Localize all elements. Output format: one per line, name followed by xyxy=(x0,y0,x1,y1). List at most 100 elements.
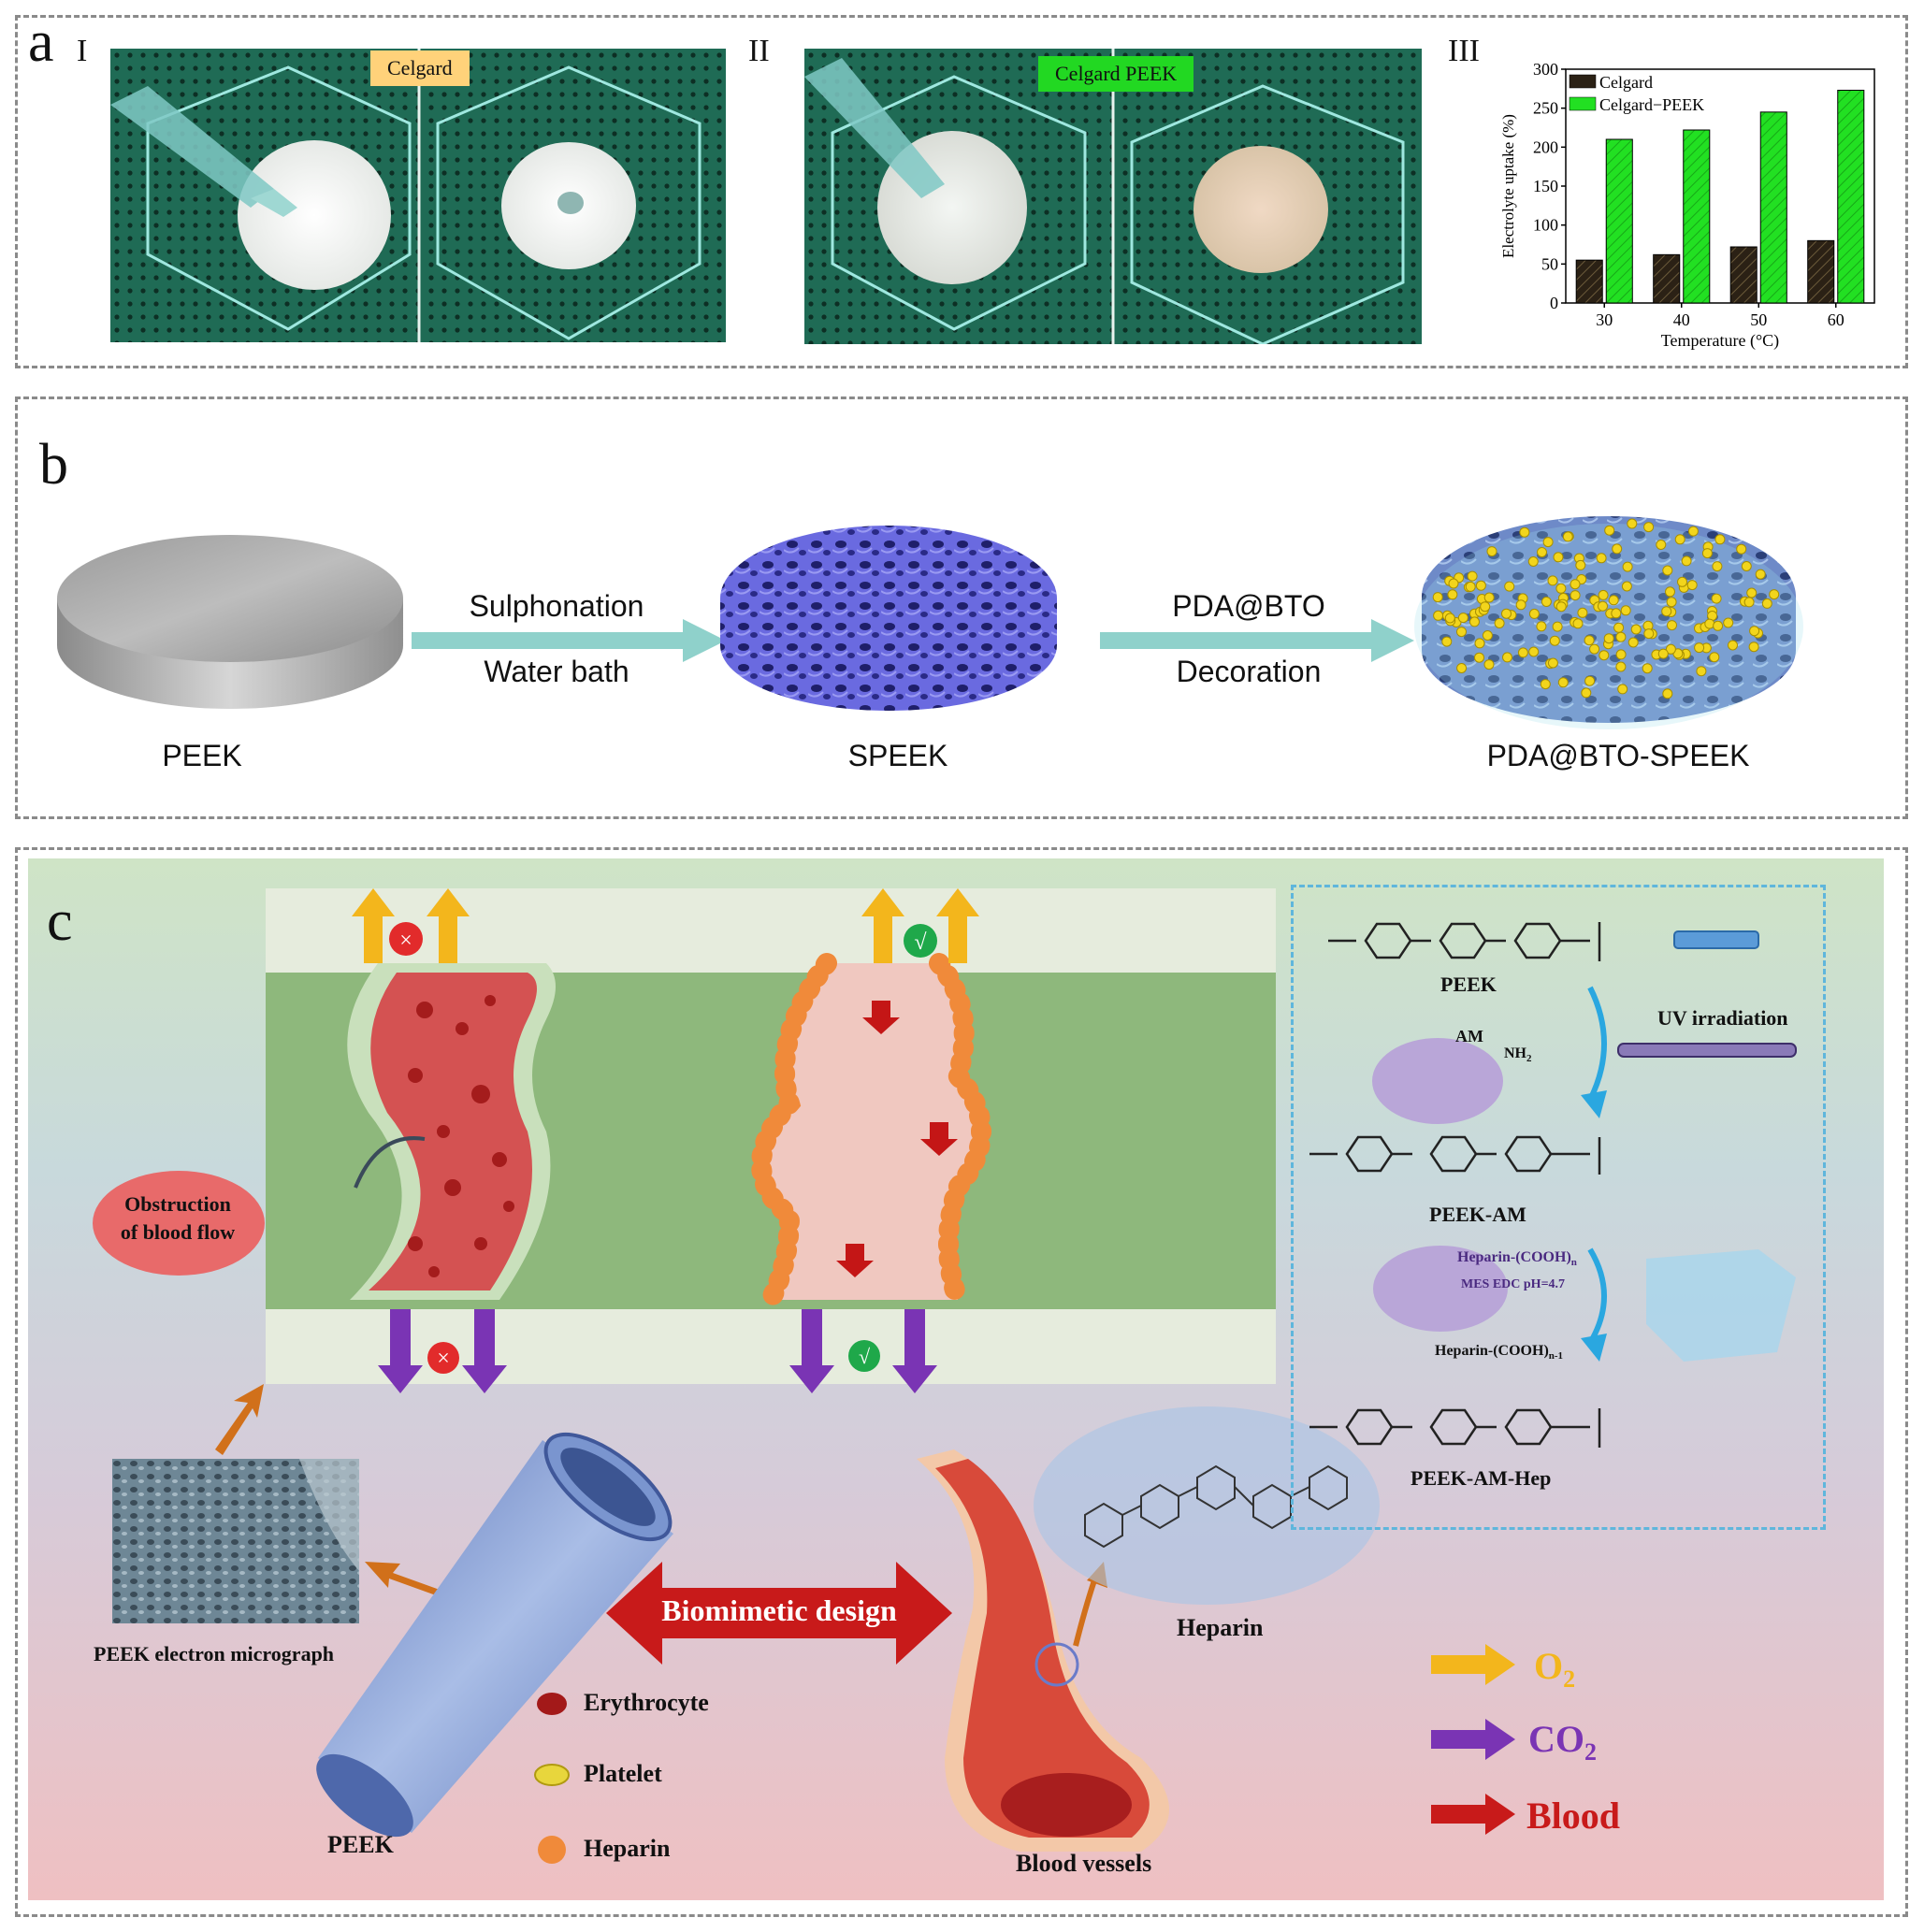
bto-particle xyxy=(1665,643,1676,655)
obstruction-bubble xyxy=(93,1171,265,1276)
co2-arrow-icon xyxy=(1431,1719,1515,1760)
y-tick-label: 50 xyxy=(1541,254,1558,273)
scheme-hep-group: Heparin-(COOH)n-1 xyxy=(1435,1343,1563,1362)
bto-particle xyxy=(1486,546,1497,557)
bto-particle xyxy=(1517,647,1528,658)
bto-particle xyxy=(1467,570,1478,582)
bto-particle xyxy=(1630,624,1642,635)
bto-particle xyxy=(1547,575,1558,586)
biomimetic-double-arrow xyxy=(606,1562,952,1665)
bto-particle xyxy=(1701,548,1713,559)
bto-particle xyxy=(1611,608,1622,619)
scheme-peek-label: PEEK xyxy=(1440,973,1497,996)
bto-particle xyxy=(1519,526,1530,538)
erythrocyte-icon xyxy=(537,1693,567,1715)
bto-particle xyxy=(1694,642,1705,654)
legend-co2: CO2 xyxy=(1528,1717,1597,1766)
legend-label-0: Celgard xyxy=(1599,73,1653,92)
bto-particle xyxy=(1547,657,1558,669)
heparin-icon xyxy=(538,1836,566,1864)
legend-heparin: Heparin xyxy=(584,1835,671,1862)
bto-particle xyxy=(1681,555,1692,567)
subpanel-i-label: I xyxy=(77,34,88,68)
gas-legend-arrows xyxy=(1431,1644,1515,1835)
bto-particle xyxy=(1447,589,1458,600)
arrow-sulphonation xyxy=(412,619,726,662)
bto-particle xyxy=(1714,534,1726,545)
x-tick-label: 30 xyxy=(1596,310,1613,329)
scheme-reagent-line1: Heparin-(COOH)n xyxy=(1457,1249,1577,1268)
bar-celgard-50 xyxy=(1729,246,1758,304)
bto-particle xyxy=(1557,677,1569,688)
bto-particle xyxy=(1456,627,1467,638)
bto-particle xyxy=(1528,646,1540,657)
scheme-reagent-line1-sub: n xyxy=(1570,1257,1577,1269)
bto-particle xyxy=(1643,522,1655,533)
tag-celgard-peek: Celgard PEEK xyxy=(1038,56,1194,92)
speek-disc-illustration xyxy=(720,526,1057,711)
bto-particle xyxy=(1723,617,1734,628)
subpanel-ii-label: II xyxy=(748,34,770,68)
bar-celgard-peek-40 xyxy=(1683,129,1711,304)
bto-particle xyxy=(1433,610,1444,621)
tag-celgard: Celgard xyxy=(370,50,470,86)
bto-particle xyxy=(1599,650,1610,661)
legend-blood: Blood xyxy=(1526,1795,1621,1837)
bto-particle xyxy=(1483,659,1495,670)
peek-electron-micrograph xyxy=(112,1459,359,1623)
legend-label-1: Celgard−PEEK xyxy=(1599,95,1704,114)
bto-particle xyxy=(1528,608,1540,619)
peek-disc-illustration xyxy=(57,535,403,709)
bto-particle xyxy=(1465,581,1476,592)
label-pda-bto-speek: PDA@BTO-SPEEK xyxy=(1486,739,1750,772)
tube-label-peek: PEEK xyxy=(327,1831,394,1858)
bto-particle xyxy=(1541,597,1552,607)
bto-particle xyxy=(1501,608,1512,619)
bto-particle xyxy=(1627,637,1639,648)
scheme-peek-am-hep-label: PEEK-AM-Hep xyxy=(1410,1466,1552,1490)
bto-particle xyxy=(1598,589,1609,600)
bto-particle xyxy=(1686,580,1698,591)
scheme-reagent-line1-text: Heparin-(COOH) xyxy=(1457,1249,1571,1265)
y-tick-label: 200 xyxy=(1533,137,1558,156)
scheme-nh2-label: NH2 xyxy=(1504,1045,1532,1064)
bto-particle xyxy=(1620,605,1631,616)
legend-co2-sub: 2 xyxy=(1584,1738,1597,1766)
bto-particle xyxy=(1469,616,1480,627)
photo-celgard-wetting xyxy=(110,49,726,342)
scheme-am-label: AM xyxy=(1455,1027,1483,1045)
bto-particle xyxy=(1432,592,1443,603)
bto-particle xyxy=(1615,631,1627,642)
orange-arrows xyxy=(215,1384,440,1595)
membrane-channels-illustration: × √ × √ xyxy=(266,888,1276,1393)
bto-particle xyxy=(1577,607,1588,618)
bto-particle xyxy=(1475,580,1486,591)
x-tick-label: 50 xyxy=(1750,310,1767,329)
bto-particle xyxy=(1621,581,1632,592)
bto-particle xyxy=(1457,613,1468,624)
bto-particle xyxy=(1589,643,1600,655)
bto-particle xyxy=(1553,552,1564,563)
bto-particle xyxy=(1667,620,1677,631)
y-tick-label: 150 xyxy=(1533,177,1558,195)
obstruction-text-line2: of blood flow xyxy=(120,1220,236,1244)
bto-particle xyxy=(1596,553,1607,564)
bto-particle xyxy=(1448,578,1459,589)
bto-particle xyxy=(1527,556,1539,567)
bto-particle xyxy=(1542,537,1554,548)
legend-erythrocyte: Erythrocyte xyxy=(584,1689,709,1716)
cell-legend-icons xyxy=(534,1693,570,1864)
scheme-hep-group-sub: n-1 xyxy=(1548,1350,1564,1362)
svg-text:√: √ xyxy=(914,930,927,955)
bto-particle xyxy=(1769,589,1780,600)
bto-particle xyxy=(1474,638,1485,649)
bto-particle xyxy=(1749,626,1760,637)
panel-b xyxy=(15,396,1908,819)
y-axis-label: Electrolyte uptake (%) xyxy=(1499,114,1517,258)
legend-swatch-0 xyxy=(1569,74,1597,89)
scheme-peek-am-label: PEEK-AM xyxy=(1429,1203,1526,1226)
bto-particle xyxy=(1552,621,1563,632)
bar-celgard-40 xyxy=(1653,253,1681,304)
arrow-decoration xyxy=(1100,619,1414,662)
step1-bottom-label: Water bath xyxy=(484,655,629,688)
